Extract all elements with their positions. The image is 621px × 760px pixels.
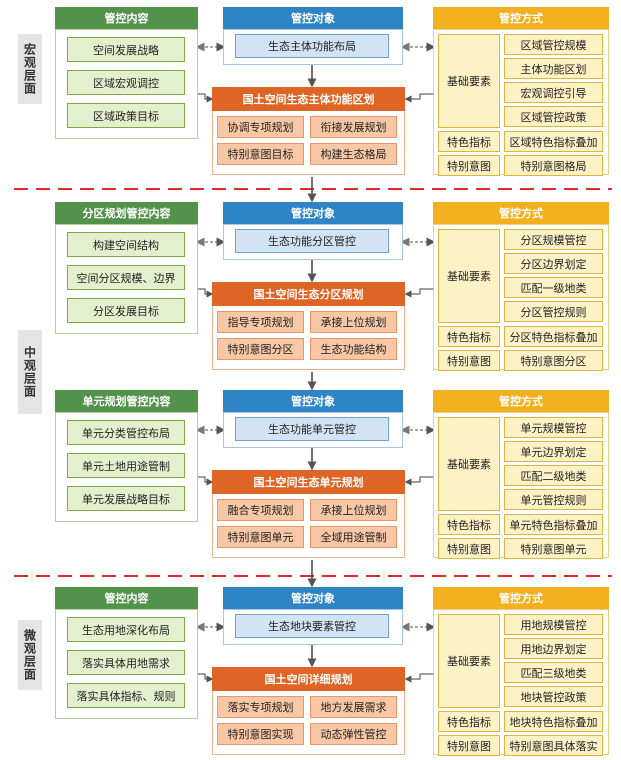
method-basic-item: 匹配一级地类: [504, 277, 603, 298]
elbow-arrow: [198, 476, 214, 486]
plan-item: 地方发展需求: [310, 696, 397, 718]
content-item: 空间发展战略: [67, 37, 185, 62]
method-intent-label: 特别意图: [438, 735, 500, 756]
plan-item: 构建生态格局: [310, 143, 397, 165]
plan-item: 承接上位规划: [310, 311, 397, 333]
method-basic-item: 用地边界划定: [504, 638, 603, 659]
object-header: 管控对象: [223, 7, 403, 29]
plan-item: 特别意图实现: [217, 723, 304, 745]
method-intent-item: 特别意图单元: [504, 538, 603, 559]
elbow-arrow: [198, 288, 214, 298]
method-basic-item: 地块管控政策: [504, 686, 603, 707]
content-item: 生态用地深化布局: [67, 617, 185, 642]
method-basic-label: 基础要素: [438, 34, 500, 128]
method-basic-item: 匹配三级地类: [504, 662, 603, 683]
elbow-arrow: [404, 476, 433, 486]
object-item: 生态地块要素管控: [235, 614, 389, 638]
elbow-arrow: [198, 93, 214, 103]
content-item: 区域政策目标: [67, 103, 185, 128]
plan-header: 国土空间生态主体功能区划: [212, 87, 405, 111]
content-header: 分区规划管控内容: [55, 202, 198, 224]
elbow-arrow: [404, 288, 433, 298]
method-header: 管控方式: [433, 587, 609, 609]
method-basic-item: 分区规模管控: [504, 229, 603, 250]
level-label-macro: 宏观层面: [18, 34, 42, 104]
content-header: 单元规划管控内容: [55, 390, 198, 412]
method-intent-item: 特别意图分区: [504, 350, 603, 371]
method-special-label: 特色指标: [438, 326, 500, 347]
method-intent-label: 特别意图: [438, 350, 500, 371]
level-label-micro: 微观层面: [18, 620, 42, 690]
plan-item: 承接上位规划: [310, 499, 397, 521]
content-header: 管控内容: [55, 587, 198, 609]
method-basic-item: 区域管控规模: [504, 34, 603, 55]
method-basic-item: 宏观调控引导: [504, 82, 603, 103]
method-special-label: 特色指标: [438, 711, 500, 732]
plan-item: 特别意图分区: [217, 338, 304, 360]
plan-item: 特别意图单元: [217, 526, 304, 548]
elbow-arrow: [404, 93, 433, 103]
method-basic-label: 基础要素: [438, 417, 500, 511]
plan-item: 衔接发展规划: [310, 116, 397, 138]
object-item: 生态主体功能布局: [235, 34, 389, 58]
object-item: 生态功能单元管控: [235, 417, 389, 441]
plan-item: 融合专项规划: [217, 499, 304, 521]
object-header: 管控对象: [223, 587, 403, 609]
plan-header: 国土空间详细规划: [212, 667, 405, 691]
content-item: 空间分区规模、边界: [67, 265, 185, 290]
plan-item: 指导专项规划: [217, 311, 304, 333]
content-item: 单元土地用途管制: [67, 453, 185, 478]
method-intent-label: 特别意图: [438, 538, 500, 559]
method-intent-item: 特别意图格局: [504, 155, 603, 176]
content-item: 落实具体指标、规则: [67, 683, 185, 708]
method-special-item: 单元特色指标叠加: [504, 514, 603, 535]
content-item: 构建空间结构: [67, 232, 185, 257]
method-basic-item: 区域管控政策: [504, 106, 603, 127]
plan-header: 国土空间生态分区规划: [212, 282, 405, 306]
method-basic-item: 匹配二级地类: [504, 465, 603, 486]
plan-header: 国土空间生态单元规划: [212, 470, 405, 494]
content-item: 落实具体用地需求: [67, 650, 185, 675]
method-basic-item: 单元管控规则: [504, 489, 603, 510]
row-connectors: [195, 42, 436, 683]
level-label-meso: 中观层面: [18, 330, 42, 414]
method-basic-item: 分区边界划定: [504, 253, 603, 274]
plan-item: 落实专项规划: [217, 696, 304, 718]
content-item: 区域宏观调控: [67, 70, 185, 95]
plan-item: 特别意图目标: [217, 143, 304, 165]
method-special-item: 地块特色指标叠加: [504, 711, 603, 732]
plan-item: 动态弹性管控: [310, 723, 397, 745]
method-basic-label: 基础要素: [438, 229, 500, 323]
plan-item: 生态功能结构: [310, 338, 397, 360]
method-special-label: 特色指标: [438, 131, 500, 152]
plan-item: 全域用途管制: [310, 526, 397, 548]
elbow-arrow: [198, 673, 214, 683]
method-basic-item: 用地规模管控: [504, 614, 603, 635]
plan-item: 协调专项规划: [217, 116, 304, 138]
method-basic-label: 基础要素: [438, 614, 500, 708]
method-basic-item: 单元规模管控: [504, 417, 603, 438]
method-special-item: 区域特色指标叠加: [504, 131, 603, 152]
method-basic-item: 主体功能区划: [504, 58, 603, 79]
content-item: 分区发展目标: [67, 298, 185, 323]
content-header: 管控内容: [55, 7, 198, 29]
content-item: 单元分类管控布局: [67, 420, 185, 445]
method-special-label: 特色指标: [438, 514, 500, 535]
method-basic-item: 单元边界划定: [504, 441, 603, 462]
object-header: 管控对象: [223, 202, 403, 224]
content-item: 单元发展战略目标: [67, 486, 185, 511]
method-basic-item: 分区管控规则: [504, 301, 603, 322]
method-header: 管控方式: [433, 7, 609, 29]
elbow-arrow: [404, 673, 433, 683]
method-header: 管控方式: [433, 390, 609, 412]
method-intent-item: 特别意图具体落实: [504, 735, 603, 756]
method-header: 管控方式: [433, 202, 609, 224]
object-header: 管控对象: [223, 390, 403, 412]
method-special-item: 分区特色指标叠加: [504, 326, 603, 347]
method-intent-label: 特别意图: [438, 155, 500, 176]
object-item: 生态功能分区管控: [235, 229, 389, 253]
